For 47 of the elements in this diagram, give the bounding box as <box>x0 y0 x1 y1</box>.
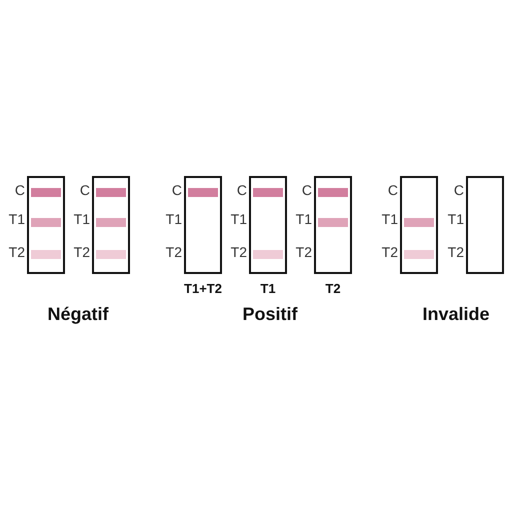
group-title: Négatif <box>48 303 108 325</box>
test-line-band <box>188 188 218 197</box>
test-strip <box>249 176 287 274</box>
line-label: T2 <box>8 244 25 260</box>
line-label: T2 <box>166 244 182 260</box>
line-label: T1 <box>8 211 25 227</box>
test-strip <box>314 176 352 274</box>
line-label: T2 <box>448 244 464 260</box>
test-line-band <box>96 218 126 227</box>
test-line-band <box>404 250 434 259</box>
test-line-band <box>96 250 126 259</box>
test-line-band <box>31 250 61 259</box>
line-label: C <box>80 182 90 198</box>
test-strip <box>184 176 222 274</box>
result-label: T1+T2 <box>184 281 222 297</box>
test-line-band <box>318 188 348 197</box>
result-label: T2 <box>325 281 341 297</box>
line-label: T1 <box>166 211 182 227</box>
test-strip <box>92 176 130 274</box>
line-label: T1 <box>448 211 464 227</box>
line-label: C <box>172 182 182 198</box>
test-line-band <box>253 188 283 197</box>
line-label: C <box>236 182 247 198</box>
line-label: T2 <box>382 244 398 260</box>
test-line-band <box>253 250 283 259</box>
line-label: T1 <box>230 211 247 227</box>
test-strip <box>27 176 65 274</box>
line-label: C <box>14 182 25 198</box>
result-label: T1 <box>260 281 276 297</box>
line-label: C <box>302 182 312 198</box>
test-line-band <box>404 218 434 227</box>
test-line-band <box>31 188 61 197</box>
group-title: Invalide <box>422 303 490 325</box>
test-line-band <box>31 218 61 227</box>
test-line-band <box>96 188 126 197</box>
line-label: T2 <box>230 244 247 260</box>
line-label: T1 <box>296 211 312 227</box>
test-strip <box>400 176 438 274</box>
test-line-band <box>318 218 348 227</box>
line-label: T1 <box>382 211 398 227</box>
line-label: T2 <box>74 244 90 260</box>
group-title: Positif <box>242 303 298 325</box>
line-label: C <box>454 182 464 198</box>
line-label: T2 <box>296 244 312 260</box>
line-label: T1 <box>74 211 90 227</box>
test-strip <box>466 176 504 274</box>
line-label: C <box>388 182 398 198</box>
